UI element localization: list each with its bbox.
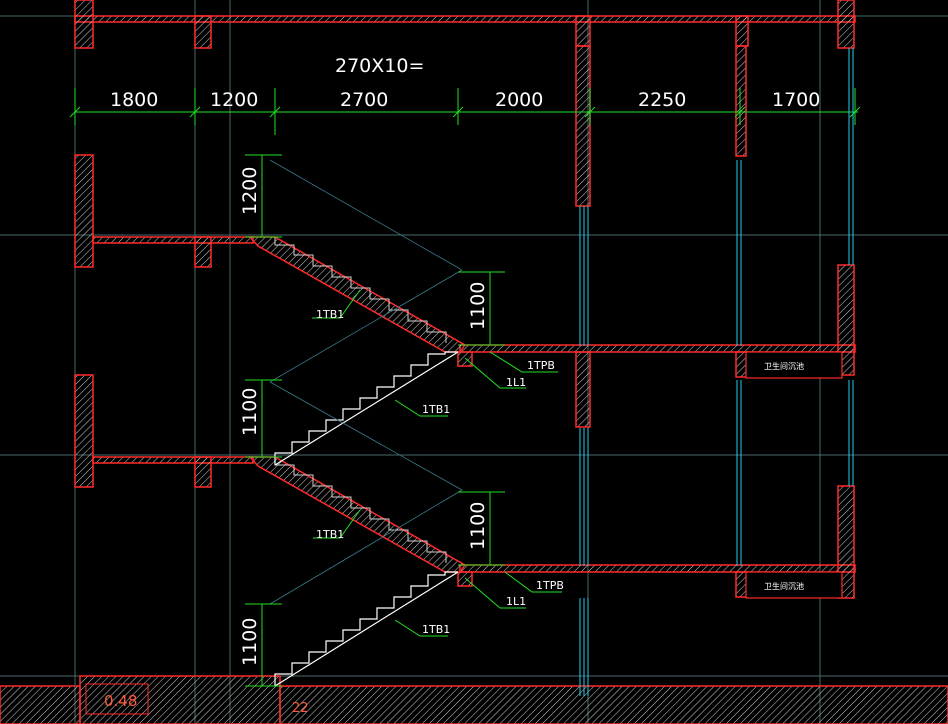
elevation-label: 0.48 — [104, 692, 137, 710]
label-1tpb-b: 1TPB — [536, 579, 564, 592]
dim-2700: 2700 — [340, 89, 388, 111]
vdim-1100-c: 1100 — [467, 502, 489, 550]
glass-lines — [579, 48, 854, 696]
vdim-1200: 1200 — [239, 167, 261, 215]
dim-1200: 1200 — [210, 89, 258, 111]
stair-tread-steps — [274, 237, 447, 563]
dim-2250: 2250 — [638, 89, 686, 111]
dim-1800: 1800 — [110, 89, 158, 111]
elevation-stair-flights — [274, 351, 459, 687]
dim-1700: 1700 — [772, 89, 820, 111]
bottom-mark: 22 — [292, 701, 309, 716]
room-label-lower: 卫生间沉池 — [764, 581, 804, 591]
dim-2000: 2000 — [495, 89, 543, 111]
label-1l1-b: 1L1 — [506, 595, 526, 608]
label-1l1-a: 1L1 — [506, 376, 526, 389]
vertical-dim-lines — [245, 154, 505, 687]
vdim-1100-d: 1100 — [239, 618, 261, 666]
handrail-lines — [269, 159, 463, 605]
label-1tb1-b: 1TB1 — [422, 403, 450, 416]
vdim-1100-a: 1100 — [467, 282, 489, 330]
dimension-chain — [69, 88, 861, 135]
label-1tb1-d: 1TB1 — [422, 623, 450, 636]
sump-boxes — [745, 351, 843, 599]
leader-lines — [312, 289, 562, 637]
label-1tb1-c: 1TB1 — [316, 528, 344, 541]
vdim-1100-b: 1100 — [239, 388, 261, 436]
formula-label: 270X10= — [335, 55, 424, 77]
label-1tb1-a: 1TB1 — [316, 308, 344, 321]
elevation-box — [85, 683, 149, 715]
label-1tpb-a: 1TPB — [527, 359, 555, 372]
room-label-upper: 卫生间沉池 — [764, 361, 804, 371]
